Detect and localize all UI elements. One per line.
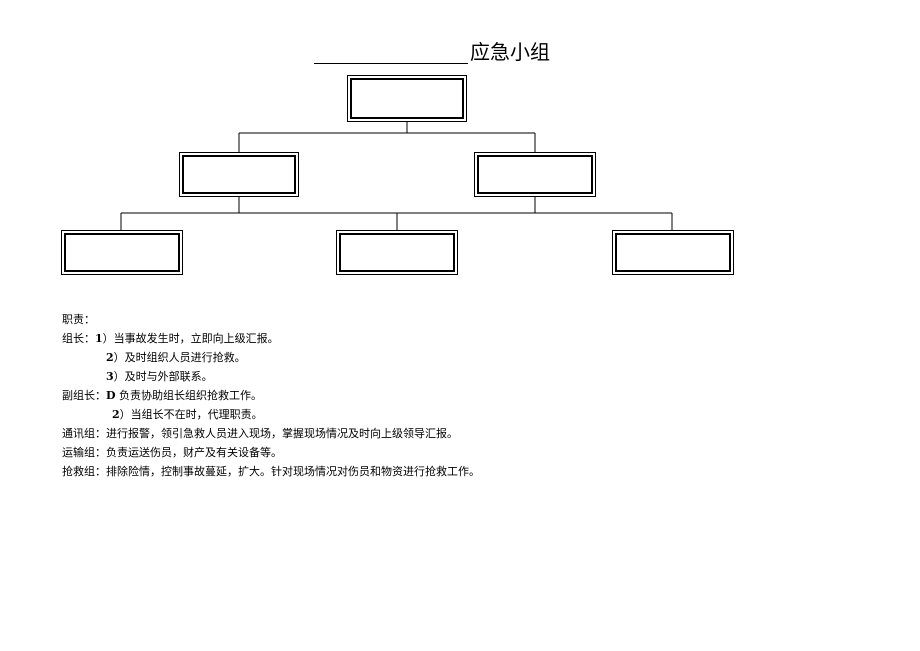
- org-box-team-right: [612, 230, 734, 275]
- org-chart-connectors: [120, 122, 673, 230]
- deputy-label: 副组长：: [62, 389, 106, 402]
- org-box-deputy-right-inner: [477, 155, 593, 194]
- deputy-duty-1-num: D: [106, 389, 116, 402]
- org-box-leader-inner: [350, 78, 464, 119]
- team-comm-label: 通讯组：: [62, 427, 106, 440]
- deputy-duty-1-text: 负责协助组长组织抢救工作。: [119, 389, 263, 402]
- team-rescue: 抢救组：排除险情，控制事故蔓延，扩大。针对现场情况对伤员和物资进行抢救工作。: [62, 462, 480, 481]
- title-row: 应急小组: [314, 38, 550, 64]
- duties-section: 职责： 组长：1）当事故发生时，立即向上级汇报。 2）及时组织人员进行抢救。 3…: [62, 310, 480, 481]
- deputy-duty-2: 2）当组长不在时，代理职责。: [62, 405, 480, 424]
- team-transport-text: 负责运送伤员，财产及有关设备等。: [106, 446, 282, 459]
- leader-duty-3: 3）及时与外部联系。: [62, 367, 480, 386]
- leader-duty-2-num: 2: [106, 351, 114, 364]
- team-transport-label: 运输组：: [62, 446, 106, 459]
- org-box-team-middle-inner: [339, 233, 455, 272]
- deputy-duty-1: 副组长：D 负责协助组长组织抢救工作。: [62, 386, 480, 405]
- org-box-team-middle: [336, 230, 458, 275]
- team-comm: 通讯组：进行报警，领引急救人员进入现场，掌握现场情况及时向上级领导汇报。: [62, 424, 480, 443]
- page-title: 应急小组: [470, 40, 550, 64]
- team-rescue-text: 排除险情，控制事故蔓延，扩大。针对现场情况对伤员和物资进行抢救工作。: [106, 465, 480, 478]
- org-box-deputy-left: [179, 152, 299, 197]
- team-comm-text: 进行报警，领引急救人员进入现场，掌握现场情况及时向上级领导汇报。: [106, 427, 458, 440]
- org-box-deputy-right: [474, 152, 596, 197]
- team-transport: 运输组：负责运送伤员，财产及有关设备等。: [62, 443, 480, 462]
- leader-duty-1-text: ）当事故发生时，立即向上级汇报。: [102, 332, 279, 345]
- org-box-team-left: [61, 230, 183, 275]
- deputy-duty-2-num: 2: [112, 408, 120, 421]
- leader-duty-2: 2）及时组织人员进行抢救。: [62, 348, 480, 367]
- duties-heading: 职责：: [62, 313, 95, 326]
- title-blank-line: [314, 41, 468, 64]
- leader-duty-3-text: ）及时与外部联系。: [113, 370, 213, 383]
- team-rescue-label: 抢救组：: [62, 465, 106, 478]
- deputy-duty-2-text: ）当组长不在时，代理职责。: [119, 408, 263, 421]
- leader-label: 组长：: [62, 332, 95, 345]
- org-box-team-right-inner: [615, 233, 731, 272]
- org-box-team-left-inner: [64, 233, 180, 272]
- org-box-deputy-left-inner: [182, 155, 296, 194]
- leader-duty-1: 组长：1）当事故发生时，立即向上级汇报。: [62, 329, 480, 348]
- leader-duty-3-num: 3: [106, 370, 114, 383]
- leader-duty-1-num: 1: [95, 332, 103, 345]
- org-box-leader: [347, 75, 467, 122]
- leader-duty-2-text: ）及时组织人员进行抢救。: [113, 351, 246, 364]
